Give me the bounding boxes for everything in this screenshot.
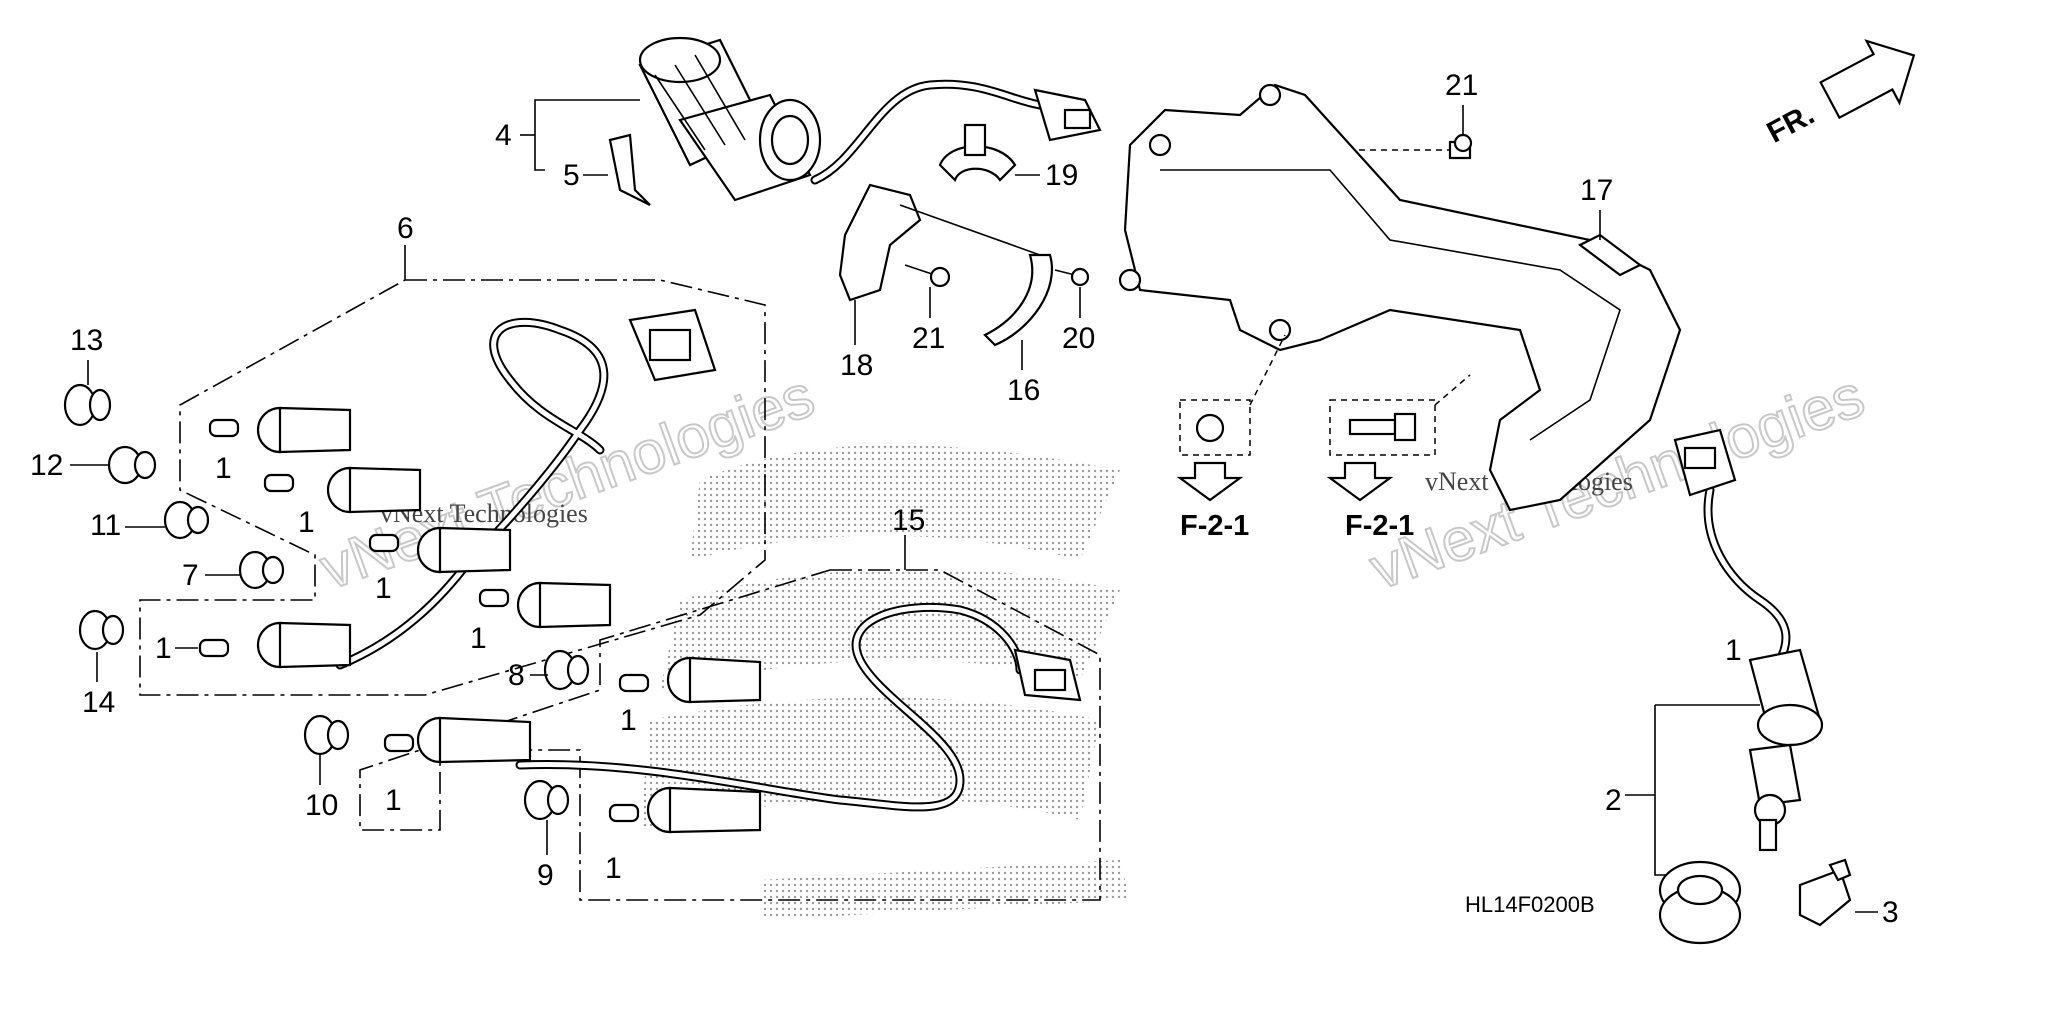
svg-text:2: 2 bbox=[1605, 784, 1622, 817]
key-3 bbox=[1798, 858, 1852, 927]
cap-7 bbox=[238, 550, 285, 590]
svg-text:21: 21 bbox=[912, 322, 945, 355]
svg-text:8: 8 bbox=[508, 659, 525, 692]
svg-text:1: 1 bbox=[298, 506, 315, 539]
clip-5 bbox=[608, 133, 651, 206]
group-leaders bbox=[404, 99, 1760, 876]
socket-6-b bbox=[326, 466, 422, 514]
svg-text:7: 7 bbox=[182, 559, 199, 592]
group-outline-6 bbox=[139, 279, 766, 696]
svg-text:21: 21 bbox=[1445, 69, 1478, 102]
svg-text:11: 11 bbox=[90, 509, 121, 542]
svg-text:1: 1 bbox=[385, 784, 402, 817]
svg-text:18: 18 bbox=[840, 349, 873, 382]
svg-text:13: 13 bbox=[70, 324, 103, 357]
socket-6-e bbox=[256, 621, 352, 669]
bulb-1-b bbox=[263, 473, 295, 493]
svg-text:10: 10 bbox=[305, 789, 338, 822]
svg-text:5: 5 bbox=[563, 159, 580, 192]
reference-label-a: F-2-1 bbox=[1180, 510, 1249, 542]
switch-cable-2-inner bbox=[1705, 487, 1789, 663]
harness-6-inner bbox=[337, 319, 607, 668]
leader-16-18 bbox=[899, 204, 1041, 256]
socket-15-b bbox=[416, 716, 532, 764]
svg-text:1: 1 bbox=[605, 852, 622, 885]
callouts: 1 1 1 1 1 1 1 1 1 2 3 4 5 6 7 8 9 10 11 … bbox=[30, 69, 1899, 929]
svg-text:1: 1 bbox=[1725, 634, 1742, 667]
cap-14 bbox=[78, 609, 125, 651]
cap-12 bbox=[107, 445, 157, 485]
socket-6-d bbox=[516, 581, 612, 629]
cap-8 bbox=[543, 649, 590, 691]
stay-16 bbox=[983, 253, 1053, 347]
ref-nut-box bbox=[1176, 334, 1286, 502]
harness-15-inner bbox=[517, 604, 1023, 810]
switch-cable-2 bbox=[1703, 485, 1791, 665]
screw-20 bbox=[1054, 267, 1090, 287]
bulb-1-e bbox=[198, 638, 230, 658]
svg-text:4: 4 bbox=[495, 119, 512, 152]
clamp-19 bbox=[938, 123, 1017, 183]
bulb-1-d bbox=[478, 588, 510, 608]
bulb-1-g bbox=[383, 733, 415, 753]
svg-text:6: 6 bbox=[397, 212, 414, 245]
svg-text:9: 9 bbox=[537, 859, 554, 892]
screw-21-a bbox=[904, 264, 951, 288]
svg-text:14: 14 bbox=[82, 686, 115, 719]
socket-15-a bbox=[666, 656, 762, 704]
connector-2 bbox=[1673, 428, 1737, 497]
bulb-1-h bbox=[608, 803, 640, 823]
svg-text:FR.: FR. bbox=[1762, 98, 1820, 150]
svg-text:1: 1 bbox=[215, 452, 232, 485]
svg-text:20: 20 bbox=[1062, 322, 1095, 355]
cap-11 bbox=[163, 500, 210, 540]
svg-text:3: 3 bbox=[1882, 896, 1899, 929]
svg-text:1: 1 bbox=[155, 632, 172, 665]
socket-6-c bbox=[416, 526, 512, 574]
front-direction-arrow: FR. bbox=[1762, 39, 1916, 150]
cap-13 bbox=[63, 383, 112, 427]
svg-text:1: 1 bbox=[620, 704, 637, 737]
bulb-1-a bbox=[208, 418, 240, 438]
bulb-1-c bbox=[368, 533, 400, 553]
switch-knob-4 bbox=[638, 36, 822, 202]
svg-text:1: 1 bbox=[470, 622, 487, 655]
connector-4 bbox=[1033, 88, 1102, 142]
svg-text:19: 19 bbox=[1045, 159, 1078, 192]
cap-9 bbox=[523, 779, 570, 821]
svg-text:16: 16 bbox=[1007, 374, 1040, 407]
ignition-switch-2 bbox=[1748, 648, 1824, 852]
svg-text:1: 1 bbox=[375, 572, 392, 605]
svg-text:17: 17 bbox=[1580, 174, 1613, 207]
diagram-code: HL14F0200B bbox=[1465, 892, 1595, 917]
socket-15-c bbox=[646, 786, 762, 834]
svg-text:15: 15 bbox=[892, 504, 925, 537]
bracket-18 bbox=[838, 183, 922, 302]
nut-2 bbox=[1658, 860, 1742, 945]
svg-text:12: 12 bbox=[30, 449, 63, 482]
cap-10 bbox=[303, 714, 350, 756]
meter-cover-17 bbox=[1118, 83, 1682, 512]
connector-15 bbox=[1013, 648, 1082, 702]
connector-6 bbox=[628, 308, 717, 382]
switch-cable-4-inner bbox=[812, 81, 1043, 183]
ref-bolt-box bbox=[1326, 374, 1471, 502]
reference-label-b: F-2-1 bbox=[1345, 510, 1414, 542]
socket-6-a bbox=[256, 406, 352, 454]
bulb-1-f bbox=[618, 673, 650, 693]
